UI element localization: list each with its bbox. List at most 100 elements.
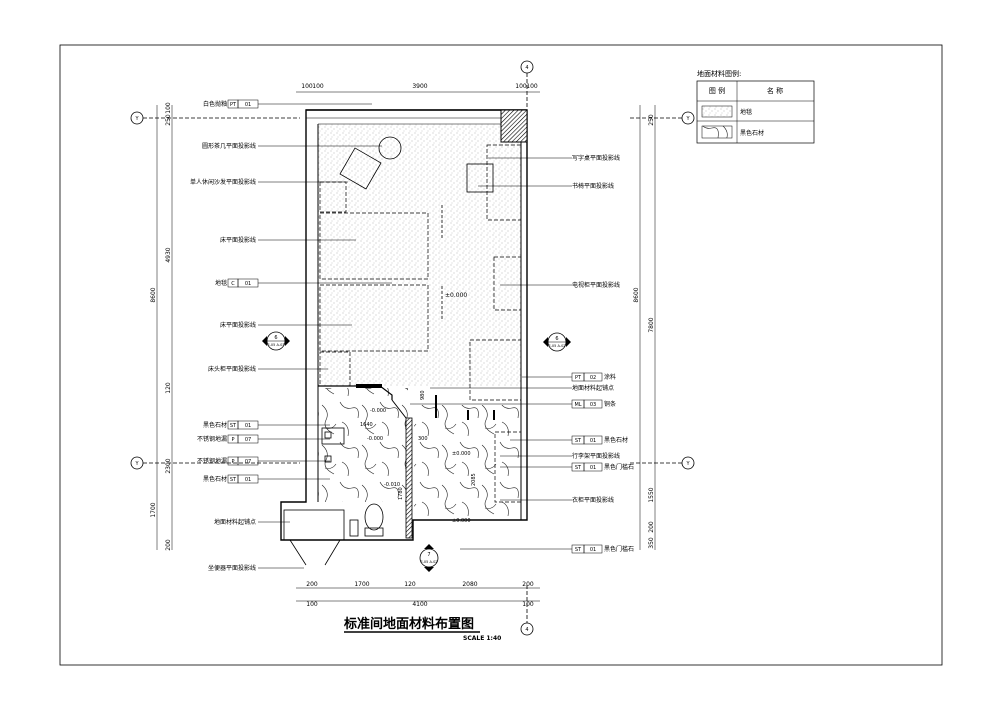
svg-text:E-05 A-02: E-05 A-02 [420, 560, 437, 564]
svg-text:01: 01 [590, 547, 596, 553]
svg-text:地面材料起铺点: 地面材料起铺点 [572, 384, 614, 392]
svg-text:写字桌平面投影线: 写字桌平面投影线 [572, 154, 620, 162]
svg-text:ST: ST [575, 438, 582, 444]
grid-top: 4 [525, 65, 528, 71]
chair-projection [466, 163, 494, 193]
tv-cabinet-projection [493, 256, 522, 311]
svg-text:PT: PT [230, 102, 237, 108]
grid-right-top: Y [685, 116, 690, 122]
svg-text:ML: ML [574, 402, 581, 408]
svg-text:200: 200 [165, 539, 172, 551]
svg-text:地毯: 地毯 [215, 279, 227, 287]
level-bath4: -0.010 [384, 482, 400, 488]
svg-text:ST: ST [575, 547, 582, 553]
svg-text:白色抛釉: 白色抛釉 [203, 100, 227, 108]
svg-text:8600: 8600 [150, 287, 157, 302]
right-labels: 写字桌平面投影线 书椅平面投影线 电视柜平面投影线 PT 02 涂料 地面材料起… [572, 154, 634, 553]
svg-text:PT: PT [575, 375, 582, 381]
svg-text:07: 07 [245, 437, 251, 443]
round-coffee-table [378, 136, 402, 160]
svg-text:250: 250 [165, 114, 172, 126]
svg-text:3900: 3900 [412, 83, 427, 90]
legend-title: 地面材料图例: [697, 69, 741, 78]
wardrobe-stone-area [414, 405, 521, 520]
bathroom-partition [405, 417, 413, 539]
legend-stone-name: 黑色石材 [740, 129, 764, 137]
svg-text:02: 02 [590, 375, 596, 381]
svg-text:ST: ST [575, 465, 582, 471]
grid-bubbles [130, 60, 695, 636]
desk-projection [486, 144, 522, 221]
svg-text:4100: 4100 [412, 601, 427, 608]
drawing-scale: SCALE 1:40 [463, 635, 501, 642]
dimension-lines [156, 91, 656, 602]
svg-text:01: 01 [245, 281, 251, 287]
svg-text:200: 200 [648, 521, 655, 533]
svg-text:100: 100 [515, 83, 527, 90]
svg-text:涂料: 涂料 [604, 373, 616, 381]
svg-text:100: 100 [526, 83, 538, 90]
legend-carpet-swatch [701, 105, 733, 118]
plan-notes: ±0.000 -0.000 1640 -0.000 300 ±0.000 -0.… [360, 292, 477, 524]
svg-text:01: 01 [245, 423, 251, 429]
svg-text:C: C [231, 281, 235, 287]
svg-text:120: 120 [404, 581, 416, 588]
svg-text:衣柜平面投影线: 衣柜平面投影线 [572, 496, 614, 504]
grid-left-mid: Y [134, 461, 139, 467]
svg-text:120: 120 [165, 382, 172, 394]
bed-projection-2 [319, 284, 429, 352]
svg-text:1550: 1550 [648, 487, 655, 502]
section-mark-left: 6 E-05 A-03 [262, 331, 290, 351]
carpet-area [318, 124, 521, 386]
legend-stone-swatch [701, 125, 733, 139]
svg-text:ST: ST [230, 477, 237, 483]
level-bath2: -0.000 [367, 436, 383, 442]
level-bath1: -0.000 [370, 408, 386, 414]
svg-text:6: 6 [274, 335, 277, 341]
svg-text:ST: ST [230, 423, 237, 429]
bed-projection-1 [319, 212, 429, 280]
dim-1780: 1780 [398, 487, 404, 500]
left-callouts [227, 99, 392, 569]
svg-text:坐便器平面投影线: 坐便器平面投影线 [208, 564, 256, 572]
svg-text:电视柜平面投影线: 电视柜平面投影线 [572, 281, 620, 289]
dim-980: 980 [420, 390, 426, 400]
svg-text:床头柜平面投影线: 床头柜平面投影线 [208, 365, 256, 373]
svg-text:P: P [231, 459, 234, 465]
section-mark-bottom: 7 E-05 A-02 [419, 544, 439, 572]
basin-counter [321, 427, 345, 445]
svg-text:200: 200 [306, 581, 318, 588]
svg-text:E-05 A-03: E-05 A-03 [267, 343, 284, 347]
svg-text:01: 01 [590, 465, 596, 471]
svg-text:100: 100 [312, 83, 324, 90]
entry-door [289, 539, 341, 566]
room-outer-wall [280, 109, 528, 541]
level-bath3: ±0.000 [452, 451, 471, 457]
svg-text:6: 6 [555, 336, 558, 342]
drawing-title-block: 标准间地面材料布置图 SCALE 1:40 [343, 616, 501, 642]
svg-text:7800: 7800 [648, 317, 655, 332]
room-plan [280, 109, 528, 566]
svg-text:黑色石材: 黑色石材 [203, 421, 227, 429]
svg-text:1700: 1700 [354, 581, 369, 588]
grid-left-top: Y [134, 116, 139, 122]
luggage-rack-projection [469, 339, 522, 401]
right-callouts [410, 157, 603, 554]
svg-text:2300: 2300 [165, 458, 172, 473]
svg-text:黑色石材: 黑色石材 [203, 475, 227, 483]
bathroom-wall [318, 385, 393, 400]
svg-text:不锈钢地漏: 不锈钢地漏 [197, 435, 227, 443]
left-labels: 白色抛釉 PT 01 圆形茶几平面投影线 单人休闲沙发平面投影线 床平面投影线 … [190, 100, 256, 572]
svg-text:350: 350 [648, 537, 655, 549]
svg-text:书椅平面投影线: 书椅平面投影线 [572, 182, 614, 190]
svg-text:地面材料起铺点: 地面材料起铺点 [214, 518, 256, 526]
lounge-chair [339, 147, 382, 190]
svg-text:200: 200 [522, 581, 534, 588]
section-mark-right: 6 E-05 A-02 [543, 332, 571, 352]
dimension-texts: 100 100 3900 100 100 200 1700 120 2080 2… [150, 83, 655, 608]
svg-text:P: P [231, 437, 234, 443]
legend-col-symbol: 图 例 [709, 86, 725, 95]
svg-text:行李架平面投影线: 行李架平面投影线 [572, 452, 620, 460]
section-marks: 6 E-05 A-03 6 E-05 A-02 7 E-05 A-02 [262, 331, 571, 572]
